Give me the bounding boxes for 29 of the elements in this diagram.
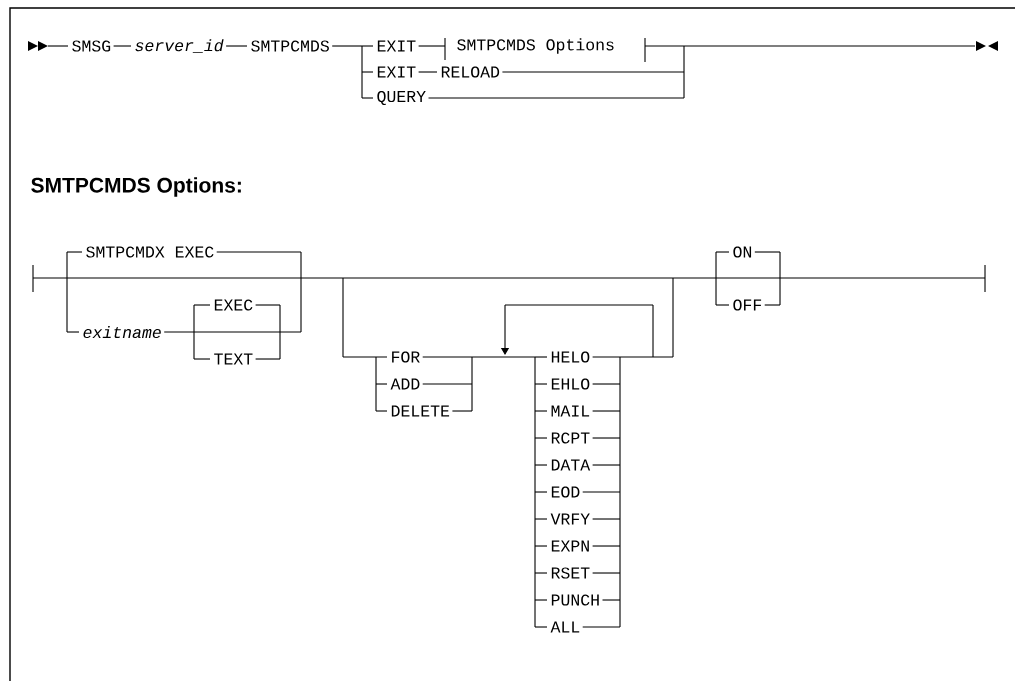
fragment-reference: SMTPCMDS Options [457, 38, 614, 54]
keyword: EXPN [551, 540, 589, 552]
keyword: RSET [551, 567, 590, 579]
keyword: PUNCH [551, 594, 599, 606]
keyword: DATA [551, 459, 591, 471]
keyword: OFF [733, 299, 762, 311]
keyword: SMSG [72, 40, 111, 52]
keyword: VRFY [550, 513, 590, 525]
keyword: RELOAD [441, 66, 500, 78]
keyword: EXEC [214, 299, 253, 311]
keyword: ALL [550, 621, 580, 633]
keyword: EHLO [551, 378, 590, 390]
keyword: EXIT [377, 40, 416, 52]
keyword: EOD [551, 486, 580, 498]
keyword: SMTPCMDS [251, 40, 329, 52]
keyword: ON [733, 246, 752, 258]
keyword: TEXT [214, 353, 253, 365]
keyword: EXIT [377, 66, 416, 78]
keyword: RCPT [551, 432, 590, 444]
keyword: QUERY [377, 90, 426, 106]
keyword: MAIL [551, 405, 590, 417]
keyword: FOR [392, 351, 420, 363]
variable: exitname [83, 325, 161, 339]
keyword: DELETE [391, 405, 450, 417]
keyword: HELO [551, 351, 590, 363]
keyword: ADD [390, 378, 420, 390]
variable: server_id [135, 39, 224, 53]
keyword: SMTPCMDX EXEC [86, 246, 214, 258]
section-heading: SMTPCMDS Options: [31, 177, 241, 197]
